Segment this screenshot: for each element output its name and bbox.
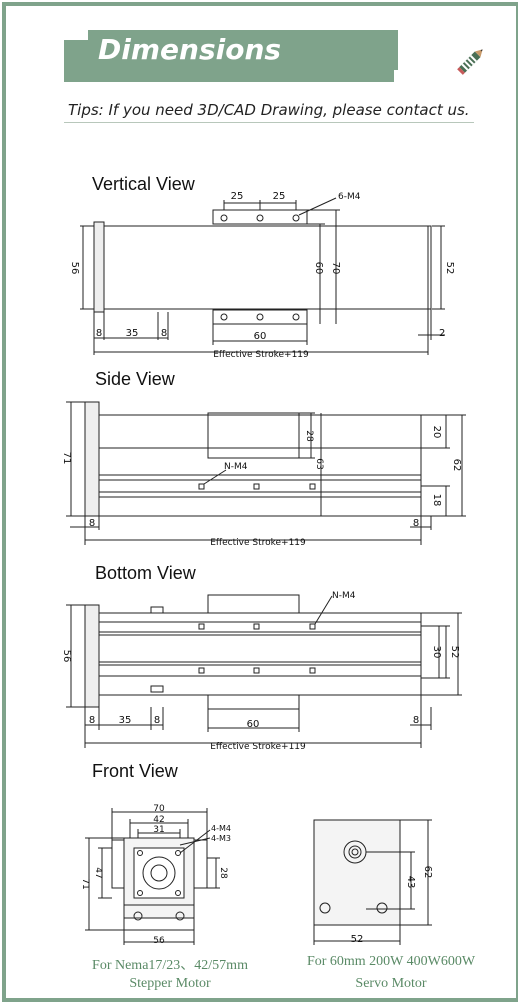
tips-divider (64, 122, 474, 123)
stroke-label: Effective Stroke+119 (210, 538, 306, 548)
dim-label: 47 (93, 867, 103, 878)
dim-label: 42 (153, 815, 164, 825)
dim-label: 56 (153, 936, 165, 946)
dim-label: N-M4 (224, 462, 248, 472)
bottom-view-title: Bottom View (95, 563, 196, 583)
dim-label: 8 (154, 715, 160, 726)
front-view-title: Front View (92, 761, 178, 781)
header-band (88, 30, 398, 70)
stepper-front-drawing: 70 42 31 4-M4 4-M3 71 47 28 56 (80, 804, 231, 946)
dim-label: 35 (126, 328, 139, 339)
dim-label: 6-M4 (338, 192, 361, 202)
dim-label: 8 (413, 715, 419, 726)
vertical-view-drawing: 25 25 6-M4 56 60 70 52 8 35 8 60 2 Effec… (69, 191, 455, 360)
dim-label: 31 (153, 825, 164, 835)
dim-label: 62 (451, 459, 462, 472)
side-view-title: Side View (95, 369, 175, 389)
bottom-view-drawing: N-M4 56 30 52 8 35 8 60 8 Effective Stro… (61, 591, 462, 752)
dim-label: 25 (273, 191, 286, 202)
dim-label: 8 (96, 328, 102, 339)
tips-text: Tips: If you need 3D/CAD Drawing, please… (68, 101, 470, 119)
dim-label: 70 (330, 262, 341, 275)
dim-label: 8 (89, 518, 95, 529)
servo-caption-line2: Servo Motor (355, 976, 427, 991)
dim-label: 18 (431, 494, 442, 507)
dim-label: 60 (254, 331, 267, 342)
dim-label: 52 (444, 262, 455, 275)
dim-label: 28 (218, 867, 228, 879)
dim-label: 52 (351, 934, 364, 945)
page-title: Dimensions (98, 33, 282, 66)
dim-label: 43 (405, 876, 416, 889)
dim-label: 63 (314, 458, 324, 469)
dim-label: 52 (449, 646, 460, 659)
dim-label: 8 (161, 328, 167, 339)
servo-front-drawing: 43 62 52 (313, 819, 433, 945)
dim-label: 70 (153, 804, 165, 814)
pencil-icon (452, 40, 492, 84)
stepper-caption-line2: Stepper Motor (129, 976, 211, 991)
dim-label: 25 (231, 191, 244, 202)
dim-label: 71 (80, 878, 90, 889)
dim-label: 30 (431, 646, 442, 659)
dim-label: 71 (61, 452, 72, 465)
dim-label: 62 (422, 866, 433, 879)
side-view-drawing: 71 28 63 N-M4 20 62 18 8 8 Effective Str… (61, 401, 466, 548)
dim-label: 35 (119, 715, 132, 726)
dim-label: 8 (413, 518, 419, 529)
stepper-caption-line1: For Nema17/23、42/57mm (92, 958, 248, 973)
stroke-label: Effective Stroke+119 (213, 350, 309, 360)
dim-label: 60 (313, 262, 324, 275)
servo-caption-line1: For 60mm 200W 400W600W (306, 954, 476, 969)
dim-label: 2 (439, 328, 445, 339)
stroke-label: Effective Stroke+119 (210, 742, 306, 752)
dim-label: 4-M3 (211, 834, 231, 843)
dim-label: 60 (247, 719, 260, 730)
dim-label: 28 (304, 430, 314, 442)
dim-label: 4-M4 (211, 824, 231, 833)
vertical-view-title: Vertical View (92, 174, 195, 194)
dim-label: 20 (431, 426, 442, 439)
dim-label: 56 (69, 262, 80, 275)
dim-label: N-M4 (332, 591, 356, 601)
dim-label: 56 (61, 650, 72, 663)
dim-label: 8 (89, 715, 95, 726)
